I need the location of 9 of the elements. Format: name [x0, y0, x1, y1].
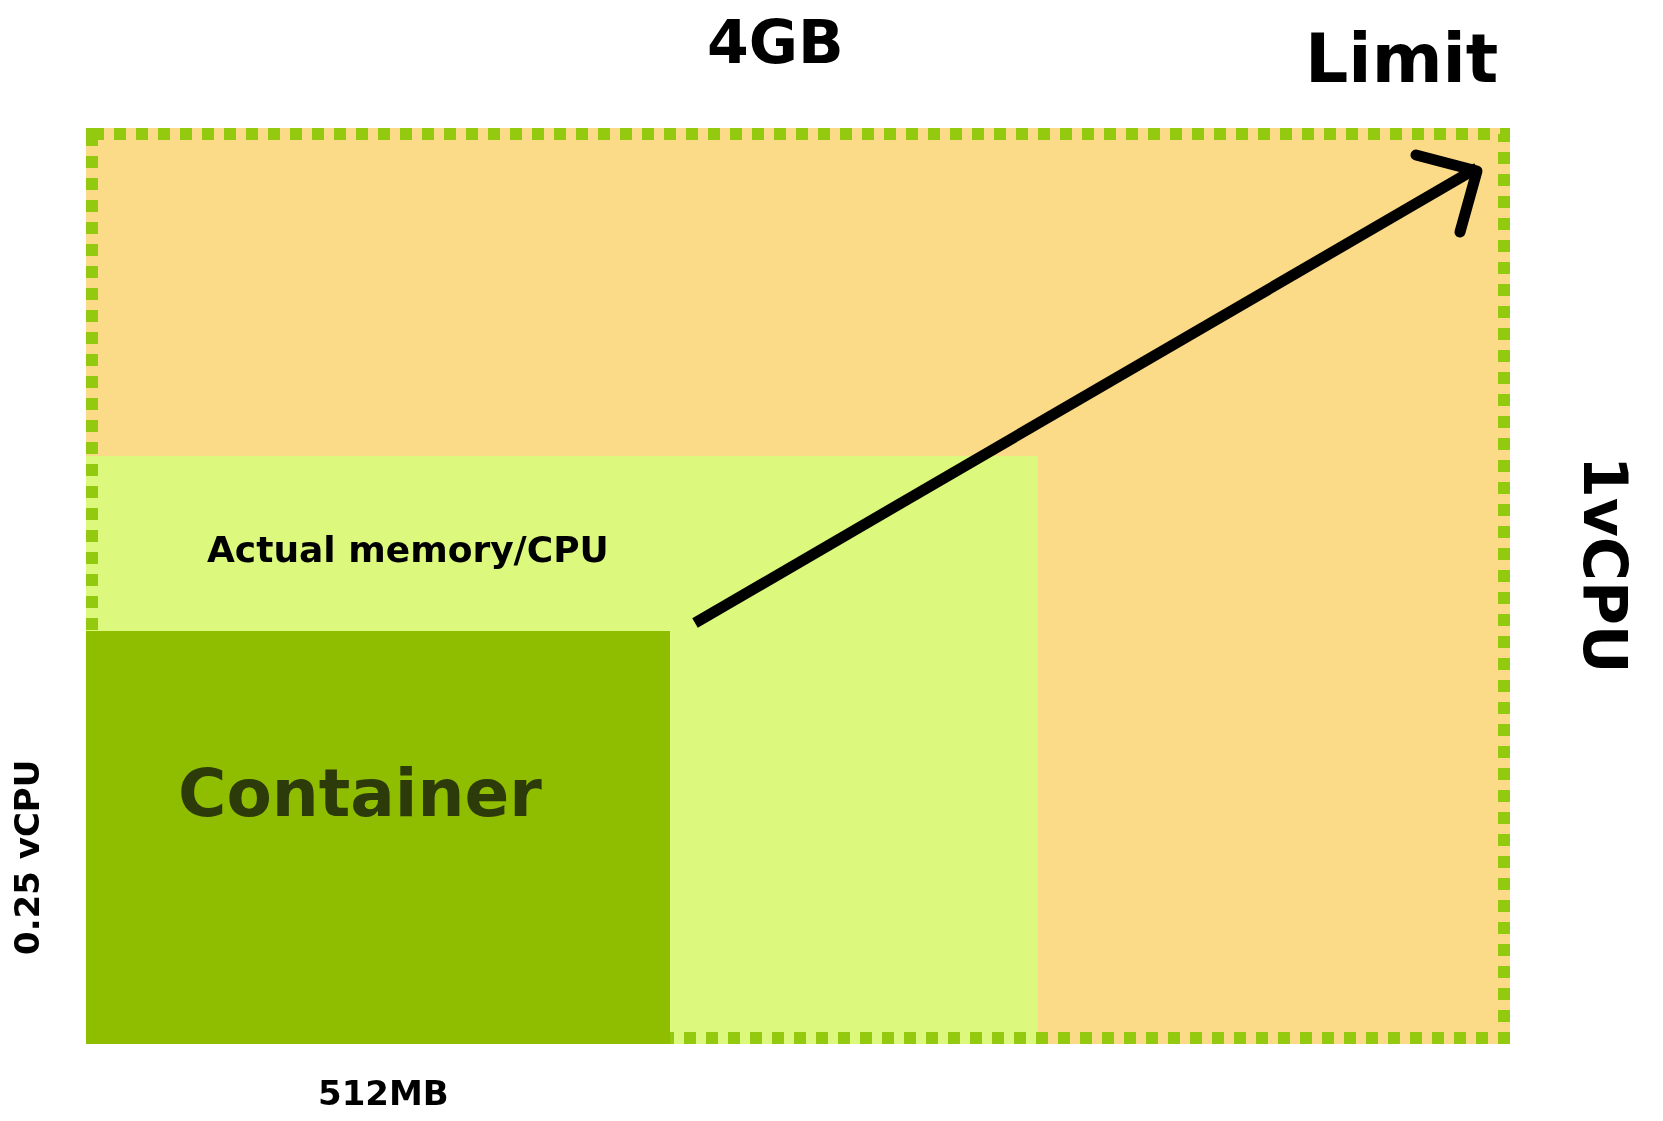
actual-usage-area [86, 456, 1038, 1044]
container-block [86, 631, 670, 1044]
cpu-request-dimension: 0.25 vCPU [10, 759, 44, 955]
container-label: Container [178, 761, 542, 827]
actual-usage-label: Actual memory/CPU [207, 532, 609, 568]
limit-heading: Limit [1305, 25, 1499, 93]
cpu-limit-dimension: 1vCPU [1575, 456, 1635, 674]
memory-limit-dimension: 4GB [707, 12, 844, 72]
memory-request-dimension: 512MB [318, 1076, 449, 1110]
